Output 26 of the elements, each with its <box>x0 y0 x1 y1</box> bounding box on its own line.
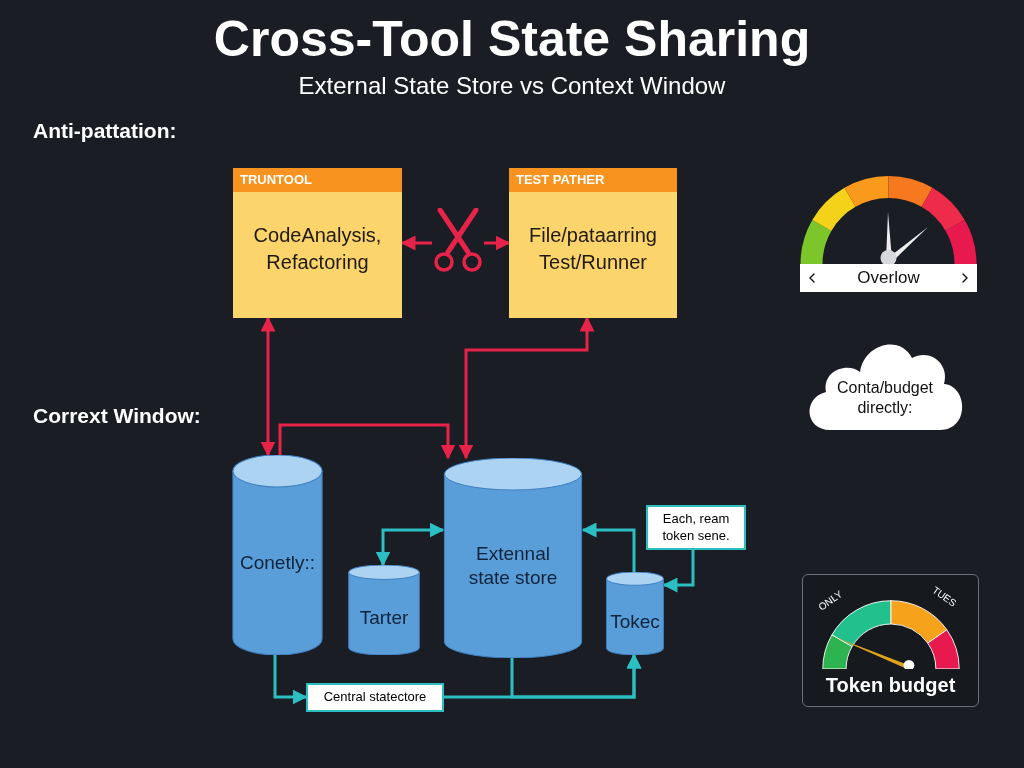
cylinder-label: Extennal state store <box>467 542 559 590</box>
arrow <box>458 316 595 460</box>
section-label: Anti-pattation: <box>33 118 177 144</box>
title: Cross-Tool State Sharing <box>213 10 811 69</box>
gauge-title: Token budget <box>825 674 956 696</box>
note-text: Each, ream token sene. <box>661 511 731 544</box>
arrow <box>581 522 636 572</box>
cylinder-label: Tokec <box>610 609 660 634</box>
gauge-label: Overlow <box>857 267 920 290</box>
card-text: File/pataarring Test/Runner <box>528 223 658 275</box>
arrow <box>662 550 695 593</box>
section-label: Corrext Window: <box>33 403 201 429</box>
note-text: Central statectore <box>323 689 427 706</box>
subtitle: External State Store vs Context Window <box>298 71 726 101</box>
cylinder-label: Tarter <box>359 606 409 630</box>
arrow <box>375 522 445 567</box>
cloud-text: Conta/budget directly: <box>835 378 935 418</box>
card-header: TEST PATHER <box>516 171 605 190</box>
card-text: CodeAnalysis, Refactoring <box>252 223 383 275</box>
card-header: TRUNTOOL <box>240 171 312 190</box>
arrow <box>273 655 308 705</box>
arrow <box>510 653 642 699</box>
arrow <box>278 423 456 460</box>
arrow <box>484 235 511 251</box>
arrow <box>260 316 276 457</box>
cylinder-label: Conetly:: <box>240 551 315 575</box>
